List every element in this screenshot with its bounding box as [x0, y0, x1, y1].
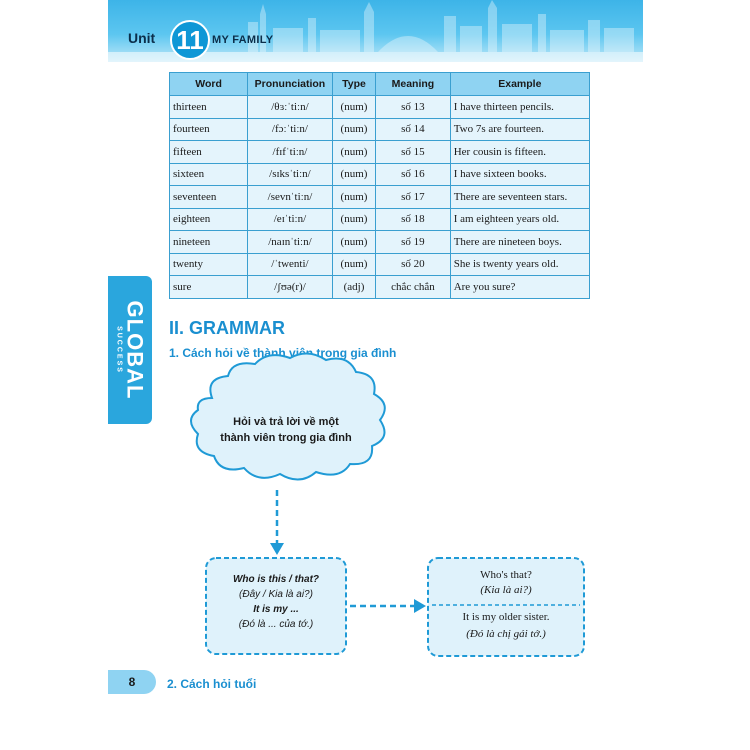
cell-type: (adj)	[331, 275, 377, 299]
example-question-translation: (Kia là ai?)	[480, 584, 532, 596]
cell-example: I have sixteen books.	[449, 162, 591, 186]
column-header-meaning: Meaning	[375, 72, 451, 96]
example-answer-translation: (Đó là chị gái tớ.)	[466, 628, 546, 640]
cell-pronunciation: /eɪˈtiːn/	[247, 207, 333, 231]
cell-meaning: số 19	[375, 230, 451, 254]
table-row: twenty /ˈtwenti/ (num) số 20 She is twen…	[168, 252, 591, 276]
table-row: fifteen /fɪfˈtiːn/ (num) số 15 Her cousi…	[168, 140, 591, 164]
cell-pronunciation: /naɪnˈtiːn/	[247, 230, 333, 254]
pattern-box-content: Who is this / that? (Đây / Kia là ai?) I…	[206, 558, 346, 654]
cell-pronunciation: /sɪksˈtiːn/	[247, 162, 333, 186]
cell-word: fourteen	[168, 117, 249, 141]
table-row: sixteen /sɪksˈtiːn/ (num) số 16 I have s…	[168, 162, 591, 186]
cloud-label: Hỏi và trả lời về một thành viên trong g…	[186, 414, 386, 446]
cell-meaning: số 18	[375, 207, 451, 231]
cell-example: Are you sure?	[449, 275, 591, 299]
table-row: fourteen /fɔːˈtiːn/ (num) số 14 Two 7s a…	[168, 117, 591, 141]
cell-type: (num)	[331, 252, 377, 276]
cloud-label-line1: Hỏi và trả lời về một	[233, 416, 339, 428]
table-row: thirteen /θɜːˈtiːn/ (num) số 13 I have t…	[168, 95, 591, 119]
column-header-example: Example	[449, 72, 591, 96]
section-title-grammar: II. GRAMMAR	[169, 318, 285, 338]
cell-pronunciation: /sevnˈtiːn/	[247, 185, 333, 209]
cell-example: There are seventeen stars.	[449, 185, 591, 209]
cell-meaning: số 13	[375, 95, 451, 119]
unit-label: Unit	[128, 30, 156, 46]
cell-example: Two 7s are fourteen.	[449, 117, 591, 141]
subsection-title-asking-age: 2. Cách hỏi tuổi	[167, 677, 257, 691]
pattern-box	[205, 557, 347, 655]
page-number: 8	[108, 670, 156, 694]
cell-pronunciation: /θɜːˈtiːn/	[247, 95, 333, 119]
cell-type: (num)	[331, 140, 377, 164]
pattern-answer-translation: (Đó là ... của tớ.)	[238, 619, 314, 630]
cell-type: (num)	[331, 95, 377, 119]
cell-word: eighteen	[168, 207, 249, 231]
cell-type: (num)	[331, 117, 377, 141]
cell-type: (num)	[331, 207, 377, 231]
table-row: eighteen /eɪˈtiːn/ (num) số 18 I am eigh…	[168, 207, 591, 231]
cell-type: (num)	[331, 185, 377, 209]
cell-pronunciation: /fɪfˈtiːn/	[247, 140, 333, 164]
cell-word: twenty	[168, 252, 249, 276]
pattern-question-translation: (Đây / Kia là ai?)	[239, 589, 313, 600]
unit-header: Unit 11 MY FAMILY	[108, 0, 643, 62]
example-question: Who's that?	[480, 569, 532, 581]
cell-example: Her cousin is fifteen.	[449, 140, 591, 164]
cell-word: fifteen	[168, 140, 249, 164]
cell-word: nineteen	[168, 230, 249, 254]
table-header-row: Word Pronunciation Type Meaning Example	[168, 72, 591, 96]
example-answer-block: It is my older sister. (Đó là chị gái tớ…	[428, 609, 584, 643]
example-box	[427, 557, 585, 657]
table-row: seventeen /sevnˈtiːn/ (num) số 17 There …	[168, 185, 591, 209]
cell-type: (num)	[331, 230, 377, 254]
cell-word: thirteen	[168, 95, 249, 119]
cell-meaning: số 14	[375, 117, 451, 141]
example-question-block: Who's that? (Kia là ai?)	[428, 568, 584, 598]
column-header-type: Type	[331, 72, 377, 96]
example-answer: It is my older sister.	[462, 611, 550, 623]
pattern-question: Who is this / that?	[232, 574, 320, 585]
cell-pronunciation: /ʃʊə(r)/	[247, 275, 333, 299]
pattern-answer: It is my ...	[253, 604, 299, 615]
side-tab	[108, 276, 152, 424]
cell-example: I have thirteen pencils.	[449, 95, 591, 119]
arrow-down-icon	[270, 543, 284, 555]
cell-meaning: chắc chắn	[375, 275, 451, 299]
column-header-pronunciation: Pronunciation	[247, 72, 333, 96]
cell-example: She is twenty years old.	[449, 252, 591, 276]
column-header-word: Word	[168, 72, 249, 96]
vocabulary-table: Word Pronunciation Type Meaning Example …	[168, 72, 591, 299]
arrow-right-icon	[414, 599, 426, 613]
cell-meaning: số 15	[375, 140, 451, 164]
cell-example: There are nineteen boys.	[449, 230, 591, 254]
table-row: nineteen /naɪnˈtiːn/ (num) số 19 There a…	[168, 230, 591, 254]
cell-pronunciation: /ˈtwenti/	[247, 252, 333, 276]
subsection-title-family-members: 1. Cách hỏi về thành viên trong gia đình	[169, 346, 397, 360]
cell-word: seventeen	[168, 185, 249, 209]
cloud-label-line2: thành viên trong gia đình	[220, 432, 352, 444]
cloud-shape	[190, 352, 386, 481]
cell-word: sure	[168, 275, 249, 299]
cell-type: (num)	[331, 162, 377, 186]
city-skyline-icon	[108, 0, 643, 62]
unit-title: MY FAMILY	[212, 34, 274, 46]
cell-meaning: số 16	[375, 162, 451, 186]
unit-number-badge: 11	[170, 20, 210, 60]
cell-word: sixteen	[168, 162, 249, 186]
cell-example: I am eighteen years old.	[449, 207, 591, 231]
table-row: sure /ʃʊə(r)/ (adj) chắc chắn Are you su…	[168, 275, 591, 299]
